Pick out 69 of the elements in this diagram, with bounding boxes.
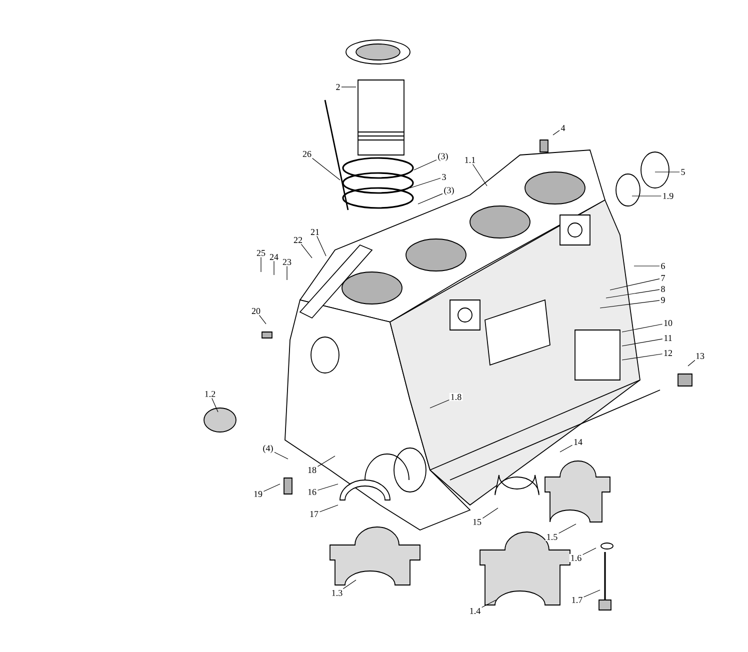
callout-number: 24 <box>268 253 280 261</box>
leader-line <box>472 164 488 186</box>
callout-number: 25 <box>256 248 266 258</box>
leader-line <box>558 524 576 534</box>
callout-number: 11 <box>662 334 674 342</box>
callout-number: (4) <box>262 444 274 454</box>
leader-line <box>410 178 441 188</box>
callout-number: 7 <box>660 274 666 282</box>
leader-line <box>317 456 336 467</box>
leader-line <box>622 354 663 360</box>
leader-line <box>274 452 288 460</box>
callout-number: 2 <box>334 83 342 91</box>
leader-line <box>688 360 696 366</box>
callout-number: 10 <box>662 318 674 328</box>
leader-line <box>258 314 266 324</box>
leader-line <box>263 484 280 492</box>
callout-number: 15 <box>472 518 482 526</box>
leader-line <box>430 400 450 408</box>
leader-line <box>582 548 596 555</box>
leader-line <box>300 244 312 258</box>
leader-line <box>482 600 496 608</box>
leader-line <box>552 130 560 136</box>
leader-line <box>286 266 288 280</box>
leader-line <box>316 236 326 256</box>
leader-line <box>482 508 498 518</box>
callout-number: 12 <box>662 349 674 357</box>
callout-number: 14 <box>572 438 584 446</box>
callout-number: 6 <box>660 262 666 270</box>
leader-line <box>414 160 437 170</box>
callout-number: 1.2 <box>203 390 217 398</box>
callout-number: 4 <box>560 124 566 132</box>
leader-line <box>319 504 338 512</box>
callout-number: 18 <box>306 466 318 474</box>
leader-line <box>600 300 660 308</box>
callout-number: 1.3 <box>330 588 344 598</box>
callout-number: 19 <box>252 490 264 498</box>
leader-line <box>341 86 356 88</box>
callout-number: (3) <box>436 152 450 162</box>
callout-number: 1.5 <box>545 532 559 542</box>
callout-number: 1.9 <box>661 192 675 200</box>
leader-line <box>610 278 660 290</box>
leader-line <box>312 158 340 180</box>
callout-number: 23 <box>282 258 292 266</box>
callout-number: 1.1 <box>463 156 477 164</box>
leader-line <box>560 444 573 452</box>
leader-line <box>622 324 663 332</box>
callout-number: 17 <box>308 510 320 518</box>
callout-number: 9 <box>660 296 666 304</box>
callout-number: 26 <box>302 150 312 158</box>
callout-number: 1.7 <box>570 596 584 604</box>
callout-number: 16 <box>306 488 318 496</box>
callout-number: 5 <box>680 168 686 176</box>
leader-line <box>212 398 218 412</box>
callout-number: 3 <box>440 172 448 182</box>
leader-line <box>418 193 443 204</box>
leader-line <box>622 338 663 346</box>
leader-line <box>606 289 660 298</box>
leader-line <box>317 484 338 491</box>
callout-number: 13 <box>694 352 706 360</box>
callout-number: 22 <box>292 236 304 244</box>
callout-number: 1.4 <box>468 606 482 616</box>
callout-number: (3) <box>442 186 456 196</box>
leader-line <box>584 590 600 598</box>
callout-number: 1.6 <box>569 554 583 562</box>
callout-number: 8 <box>660 284 666 294</box>
callout-number: 21 <box>310 228 320 236</box>
leader-line <box>342 580 356 590</box>
callout-number: 20 <box>250 306 262 316</box>
leader-line <box>260 256 262 272</box>
